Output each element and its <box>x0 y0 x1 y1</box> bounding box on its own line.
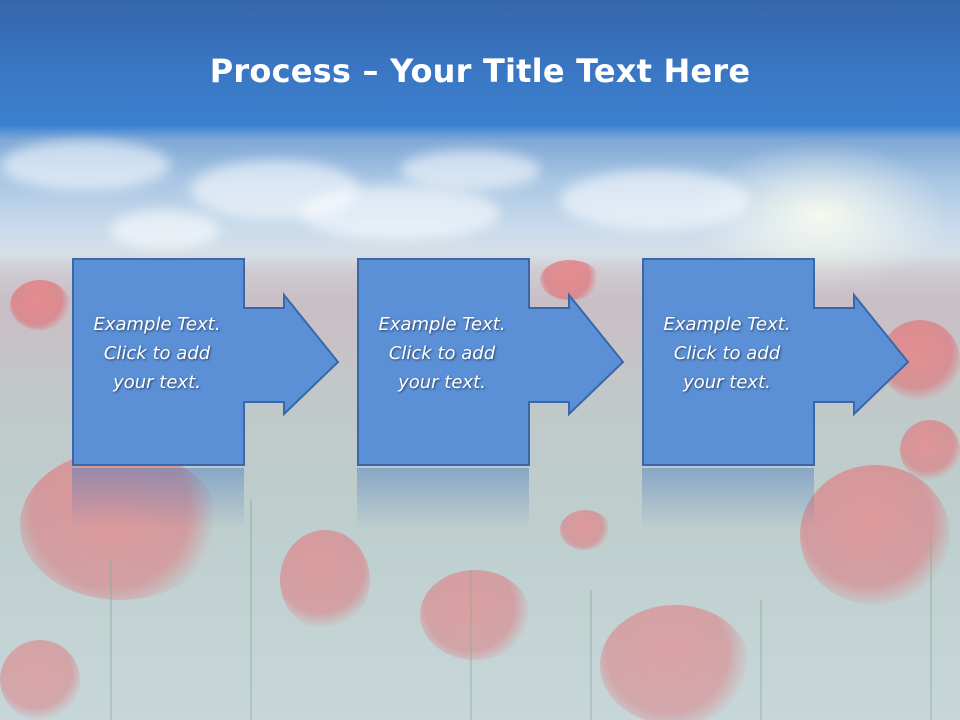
cloud <box>300 185 500 240</box>
step-text-line: Click to add <box>103 343 211 364</box>
step-reflection <box>642 468 814 528</box>
poppy <box>540 260 600 300</box>
right-arrow-icon <box>642 258 910 466</box>
poppy <box>560 510 610 550</box>
step-text[interactable]: Example Text. Click to add your text. <box>72 310 242 397</box>
step-text[interactable]: Example Text. Click to add your text. <box>642 310 812 397</box>
poppy <box>800 465 950 605</box>
step-text-line: Example Text. <box>378 314 506 335</box>
grass-stem <box>110 560 112 720</box>
title-separator: – <box>351 52 391 90</box>
process-step-1[interactable]: Example Text. Click to add your text. <box>72 258 348 466</box>
poppy <box>280 530 370 630</box>
step-text-line: your text. <box>683 372 771 393</box>
slide-title[interactable]: Process – Your Title Text Here <box>0 52 960 90</box>
title-bar <box>0 0 960 130</box>
cloud <box>560 170 750 230</box>
cloud <box>110 210 220 250</box>
process-step-3[interactable]: Example Text. Click to add your text. <box>642 258 918 466</box>
process-step-2[interactable]: Example Text. Click to add your text. <box>357 258 633 466</box>
cloud <box>0 140 170 190</box>
poppy <box>600 605 750 720</box>
step-text-line: your text. <box>113 372 201 393</box>
poppy <box>900 420 960 480</box>
step-reflection <box>357 468 529 528</box>
cloud <box>400 150 540 190</box>
poppy <box>20 450 220 600</box>
right-arrow-icon <box>357 258 625 466</box>
poppy <box>0 640 80 720</box>
poppy <box>420 570 530 660</box>
grass-stem <box>590 590 592 720</box>
grass-stem <box>470 570 472 720</box>
step-text-line: Example Text. <box>663 314 791 335</box>
title-bold-part: Process <box>209 52 352 90</box>
step-reflection <box>72 468 244 528</box>
title-regular-part: Your Title Text Here <box>390 52 751 90</box>
step-text-line: Example Text. <box>93 314 221 335</box>
poppy <box>10 280 70 330</box>
right-arrow-icon <box>72 258 340 466</box>
step-text-line: Click to add <box>388 343 496 364</box>
step-text-line: Click to add <box>673 343 781 364</box>
grass-stem <box>250 500 252 720</box>
step-text[interactable]: Example Text. Click to add your text. <box>357 310 527 397</box>
step-text-line: your text. <box>398 372 486 393</box>
grass-stem <box>760 600 762 720</box>
grass-stem <box>930 540 932 720</box>
